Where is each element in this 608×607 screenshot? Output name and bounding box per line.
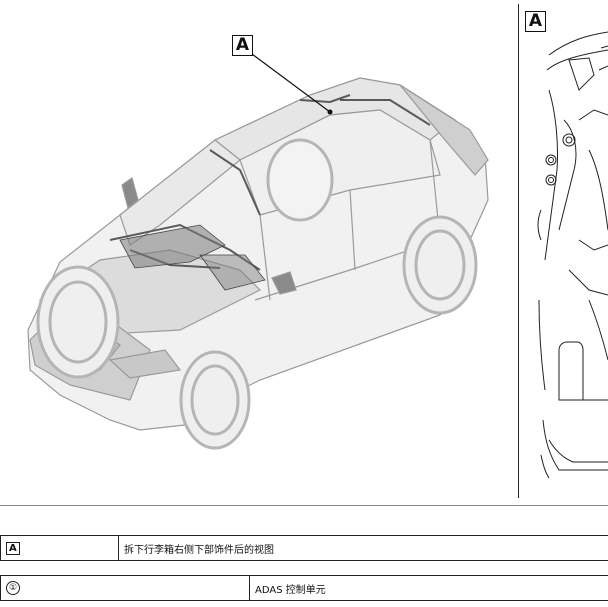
detail-view-a-label: A <box>525 11 546 32</box>
legend-description: 拆下行李箱右侧下部饰件后的视图 <box>118 535 608 561</box>
legend-key-cell: A <box>0 535 119 561</box>
detail-view-illustration <box>537 31 608 479</box>
figure-divider <box>518 4 519 498</box>
legend-table-a: A 拆下行李箱右侧下部饰件后的视图 <box>0 535 608 561</box>
legend-row: ① ADAS 控制单元 <box>0 575 608 601</box>
callout-a-label: A <box>232 35 253 56</box>
section-divider <box>0 505 608 506</box>
legend-key: ① <box>6 581 20 595</box>
legend-description: ADAS 控制单元 <box>249 575 608 601</box>
legend-key: A <box>6 541 20 555</box>
illustration-area: A A <box>27 4 608 498</box>
legend-table-1: ① ADAS 控制单元 <box>0 575 608 601</box>
vehicle-body-illustration <box>27 53 489 450</box>
legend-key-cell: ① <box>0 575 250 601</box>
legend-row: A 拆下行李箱右侧下部饰件后的视图 <box>0 535 608 561</box>
